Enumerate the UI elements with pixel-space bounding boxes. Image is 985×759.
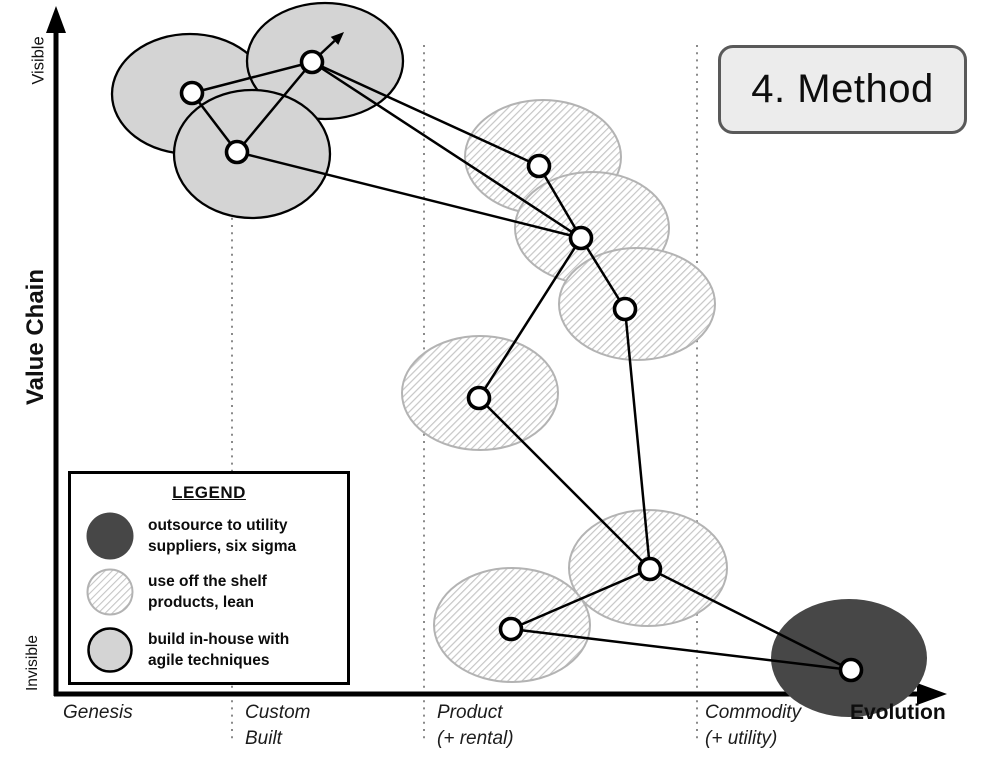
outsource-swatch-icon [86,512,134,560]
map-edge-B-E [311,60,582,240]
off-the-shelf-swatch-icon [86,568,134,616]
map-edge-A-C [191,92,238,153]
page-title: 4. Method [751,67,934,111]
y-axis-title: Value Chain [22,268,49,406]
map-node-G [466,385,492,411]
in-house-swatch-icon [87,627,133,673]
map-edge-I-J [510,627,852,672]
x-axis-title: Evolution [850,701,946,724]
map-edge-D-E [537,165,583,239]
legend-item-label: outsource to utility [148,517,288,534]
x-axis-arrowhead-icon [917,683,947,705]
map-growth-arrowhead-icon [330,32,344,45]
stage-label-line: Product [437,702,503,723]
stage-label-product: Product (+ rental) [437,700,514,752]
map-node-E [568,225,594,251]
map-edge-I-H [510,567,651,631]
map-node-D [526,153,552,179]
legend-item-label: build in-house with [148,631,290,648]
map-edge-E-F [579,237,627,310]
stage-label-genesis: Genesis [63,700,133,726]
legend-item-outsource: outsource to utility suppliers, six sigm… [86,512,296,560]
map-node-C [224,139,250,165]
map-edge-B-D [311,60,540,168]
y-axis-visible-label: Visible [29,36,48,85]
map-edge-A-B [191,60,313,95]
map-node-B [299,49,325,75]
map-edge-G-H [478,397,651,570]
map-node-F [612,296,638,322]
stage-label-line: Commodity [705,702,802,723]
stage-label-custom-built: Custom Built [245,700,310,752]
legend-item-label: agile techniques [148,652,270,669]
legend-box: LEGEND outsource to utility suppliers, s… [68,471,350,685]
stage-label-line: Custom [245,702,311,723]
map-edge-C-E [236,150,582,240]
stage-label-commodity: Commodity (+ utility) [705,700,801,752]
legend-item-label: use off the shelf [148,573,267,590]
map-ellipse-inhouse [245,1,405,121]
y-axis-invisible-label: Invisible [24,635,41,691]
title-box: 4. Method [718,45,967,134]
map-edge-H-J [649,567,852,672]
legend-heading: LEGEND [172,483,246,502]
map-edge-F-H [623,308,652,570]
stage-label-line: Genesis [63,702,133,723]
map-edge-E-G [477,237,583,399]
stage-label-line: Built [245,728,282,749]
map-ellipse-shelf [558,247,716,361]
map-edge-C-B [236,61,313,153]
map-node-A [179,80,205,106]
map-node-J [838,657,864,683]
legend-item-label: products, lean [148,594,254,611]
stage-label-line: (+ utility) [705,728,778,749]
map-node-H [637,556,663,582]
map-node-I [498,616,524,642]
stage-label-line: (+ rental) [437,728,514,749]
map-ellipse-inhouse [172,88,332,220]
legend-item-label: suppliers, six sigma [148,538,297,555]
y-axis-arrowhead-icon [46,6,66,33]
legend-item-in-house: build in-house with agile techniques [86,626,289,674]
legend-item-off-the-shelf: use off the shelf products, lean [86,568,267,616]
